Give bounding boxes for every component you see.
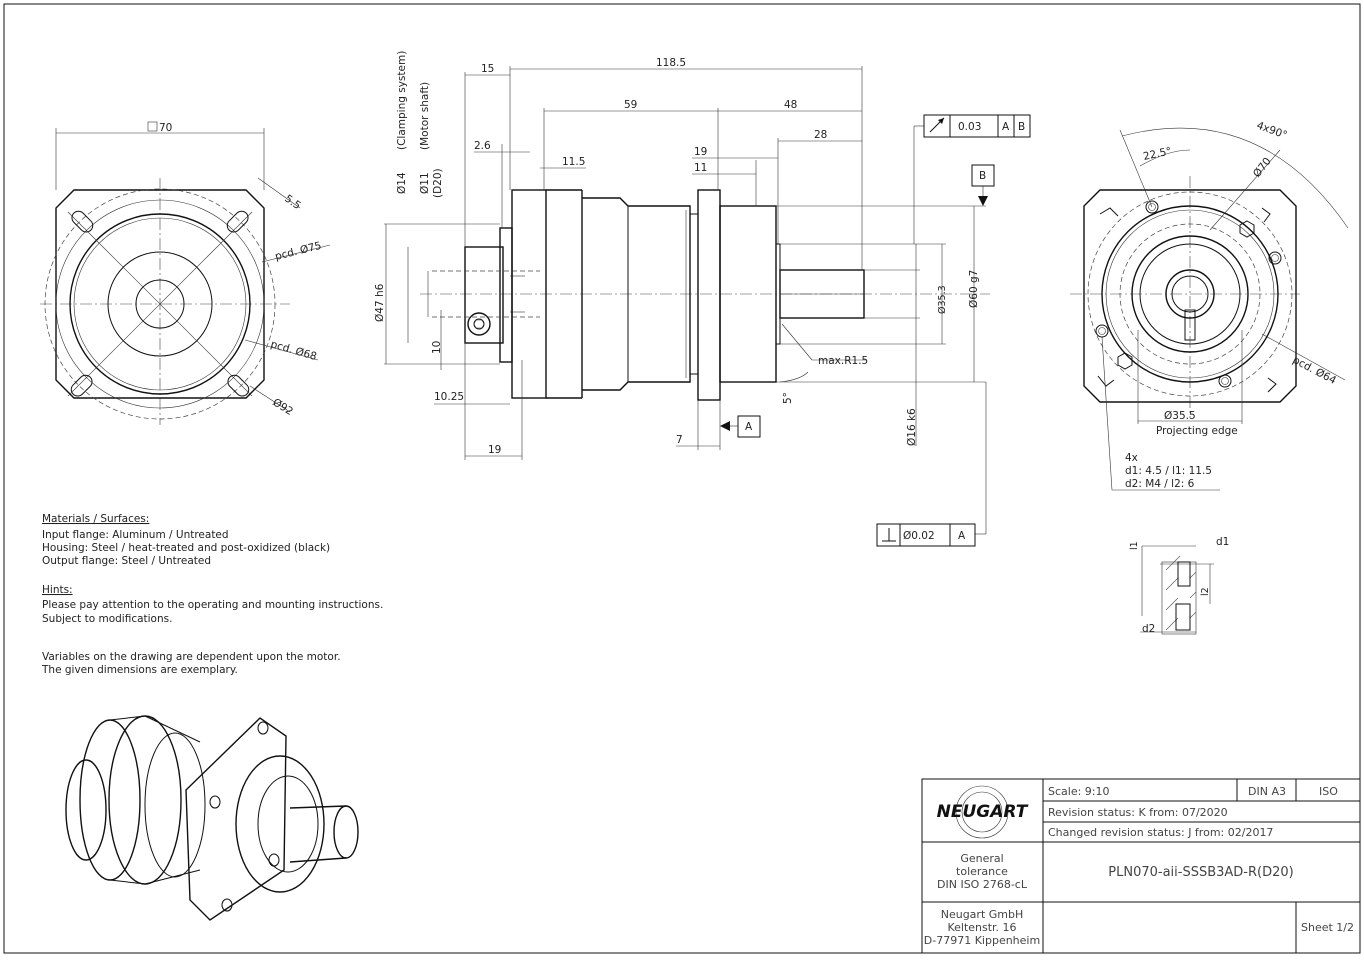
- dim-19-bottom: 19: [488, 444, 501, 456]
- thread-detail: l1 d1 l2 d2: [1129, 536, 1229, 635]
- hints-heading: Hints:: [42, 584, 73, 596]
- thread-d1: d1: 4.5 / l1: 11.5: [1125, 465, 1212, 477]
- runout-datum-a: A: [1002, 121, 1010, 133]
- tb-scale: Scale: 9:10: [1048, 785, 1110, 798]
- isometric-view: [65, 715, 359, 921]
- dim-2-6: 2.6: [474, 140, 491, 152]
- dim-hole-5-5: 5.5: [282, 193, 303, 212]
- dim-dia-35-5: Ø35.5: [1164, 410, 1196, 422]
- dim-max-r: max.R1.5: [818, 355, 868, 367]
- dim-angle-5: 5°: [782, 392, 794, 404]
- output-flange-view: 4x90° 22.5° Ø70 pcd. Ø64 Ø35.5 Projectin…: [1070, 120, 1349, 491]
- dim-48: 48: [784, 99, 797, 111]
- detail-d2: d2: [1142, 623, 1155, 635]
- tb-changed-revision: Changed revision status: J from: 02/2017: [1048, 826, 1273, 839]
- dim-118-5: 118.5: [656, 57, 686, 69]
- datum-b: B: [979, 170, 986, 182]
- dim-dia-14: Ø14: [396, 172, 408, 194]
- label-motor-shaft: (Motor shaft): [419, 82, 431, 150]
- dim-pcd-75: pcd. Ø75: [274, 240, 323, 263]
- side-view: 118.5 15 59 48 28 19 11 2.6 11.5 (Clampi…: [374, 51, 1031, 547]
- perp-datum-a: A: [958, 530, 966, 542]
- tb-standard: ISO: [1319, 785, 1338, 798]
- dim-15: 15: [481, 63, 494, 75]
- dim-square-70: 70: [159, 122, 172, 134]
- dim-22-5: 22.5°: [1142, 145, 1173, 163]
- dim-19-top: 19: [694, 146, 707, 158]
- dim-10-25: 10.25: [434, 391, 464, 403]
- tb-sheet: Sheet 1/2: [1301, 921, 1354, 934]
- circle-92: [44, 188, 276, 420]
- dim-dia-92: Ø92: [270, 396, 295, 418]
- tb-tolerance-3: DIN ISO 2768-cL: [937, 878, 1028, 891]
- tb-company-1: Neugart GmbH: [941, 908, 1024, 921]
- iso-flange: [185, 717, 287, 921]
- dim-dia-70: Ø70: [1251, 155, 1274, 179]
- materials-heading: Materials / Surfaces:: [42, 513, 149, 525]
- housing: [582, 197, 691, 391]
- materials-line-3: Output flange: Steel / Untreated: [42, 555, 211, 567]
- input-flange: [511, 189, 547, 399]
- dim-dia-60: Ø60 g7: [968, 270, 980, 308]
- output-flange: [697, 189, 721, 401]
- clamping-screw: [467, 312, 491, 336]
- dim-dia-16: Ø16 k6: [906, 408, 918, 446]
- hints-line-1: Please pay attention to the operating an…: [42, 599, 383, 611]
- variables-line-1: Variables on the drawing are dependent u…: [42, 651, 341, 663]
- dim-dia-47: Ø47 h6: [374, 283, 386, 322]
- tb-company-2: Keltenstr. 16: [947, 921, 1016, 934]
- dim-11-5: 11.5: [562, 156, 585, 168]
- hints-line-2: Subject to modifications.: [42, 613, 172, 625]
- output-square-flange: [1083, 189, 1297, 403]
- notes: Materials / Surfaces: Input flange: Alum…: [41, 513, 383, 676]
- clamping-hub: [464, 246, 504, 344]
- variables-line-2: The given dimensions are exemplary.: [41, 664, 238, 676]
- datum-a: A: [745, 421, 753, 433]
- tb-tolerance-1: General: [960, 852, 1003, 865]
- detail-l1: l1: [1129, 541, 1140, 550]
- perp-value: Ø0.02: [903, 530, 935, 542]
- label-clamping-system: (Clamping system): [396, 51, 408, 150]
- thread-d2: d2: M4 / l2: 6: [1125, 478, 1195, 490]
- runout-value: 0.03: [958, 121, 981, 133]
- dim-10: 10: [431, 341, 443, 354]
- dim-4x90: 4x90°: [1255, 120, 1289, 142]
- datum-a-box: [737, 415, 761, 438]
- dim-7: 7: [676, 434, 683, 446]
- square-flange: [55, 189, 265, 399]
- label-projecting-edge: Projecting edge: [1156, 425, 1238, 437]
- dim-59: 59: [624, 99, 637, 111]
- iso-shaft: [333, 805, 359, 859]
- neugart-gear-icon: [955, 785, 1009, 839]
- dim-pcd-64: pcd. Ø64: [1291, 354, 1339, 387]
- runout-datum-b: B: [1018, 121, 1025, 133]
- perpendicularity-frame: [876, 523, 976, 547]
- neugart-logo: NEUGART: [937, 802, 1029, 822]
- dim-dia-35-3: Ø35.3: [937, 285, 948, 314]
- tb-format: DIN A3: [1248, 785, 1286, 798]
- detail-l2: l2: [1200, 587, 1211, 596]
- dim-11: 11: [694, 162, 707, 174]
- dim-pcd-68: pcd. Ø68: [269, 338, 318, 363]
- detail-d1: d1: [1216, 536, 1229, 548]
- label-d20: (D20): [432, 168, 444, 198]
- runout-frame: [923, 114, 1031, 138]
- tb-part-number: PLN070-aii-SSSB3AD-R(D20): [1108, 865, 1293, 880]
- dim-dia-11: Ø11: [419, 172, 431, 194]
- thread-4x: 4x: [1125, 452, 1138, 464]
- tb-tolerance-2: tolerance: [956, 865, 1008, 878]
- sheet-border: [3, 3, 1361, 954]
- tb-revision: Revision status: K from: 07/2020: [1048, 806, 1228, 819]
- datum-b-box: [971, 164, 995, 187]
- materials-line-1: Input flange: Aluminum / Untreated: [42, 529, 229, 541]
- title-block: NEUGART Scale: 9:10 DIN A3 ISO Revision …: [921, 778, 1361, 954]
- materials-line-2: Housing: Steel / heat-treated and post-o…: [42, 542, 330, 554]
- tb-company-3: D-77971 Kippenheim: [924, 934, 1040, 947]
- input-flange-view: 70 5.5 pcd. Ø75 pcd. Ø68 Ø92: [40, 121, 331, 425]
- dim-28: 28: [814, 129, 827, 141]
